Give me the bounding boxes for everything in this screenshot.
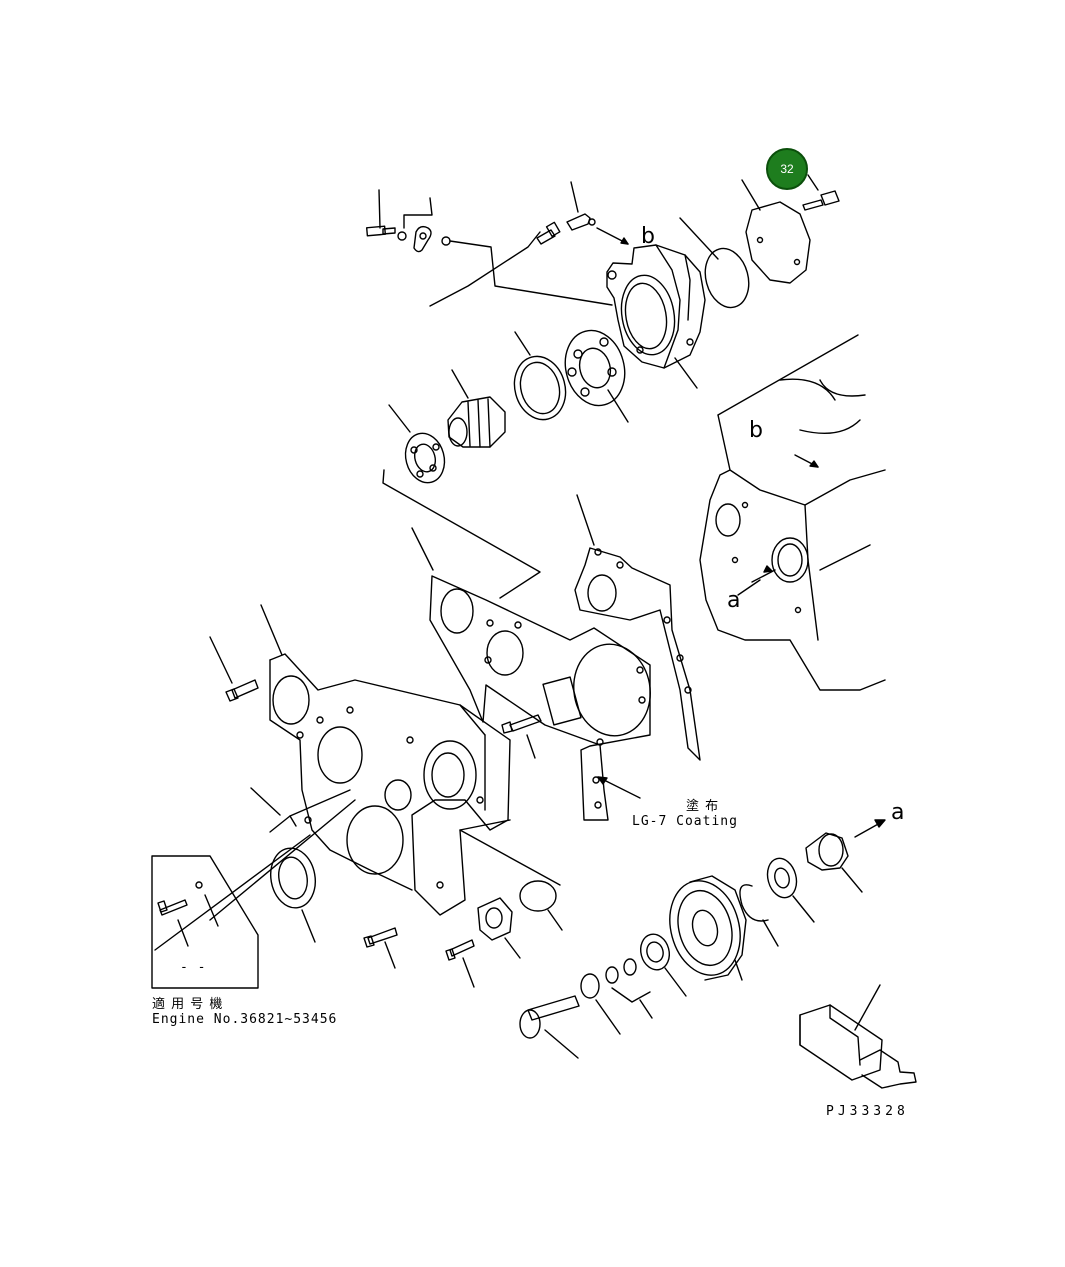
banjo-fitting (413, 225, 432, 253)
washer (441, 236, 451, 246)
small-gasket (574, 494, 701, 761)
cover-bolt (209, 636, 259, 702)
arrow-label-a-right: a (891, 800, 905, 825)
lower-fasteners (363, 829, 563, 988)
washer (580, 973, 600, 999)
dowel-pin (154, 787, 356, 951)
o-ring (704, 247, 750, 309)
front-cover (260, 604, 511, 916)
cover-plate (745, 201, 811, 284)
bearing (639, 933, 671, 971)
coating-label-en: LG-7 Coating (632, 814, 738, 829)
drawing-id: PJ33328 (826, 1104, 909, 1119)
arrow-label-a-block: a (727, 588, 741, 613)
gear-shaft (447, 396, 506, 448)
elbow-fitting (566, 213, 591, 231)
serial-box (151, 855, 259, 989)
serial-dash-label: - - (180, 960, 207, 975)
cover-assembly (679, 174, 840, 309)
arrow-label-b-block: b (749, 418, 763, 443)
callout-badge-32[interactable]: 32 (766, 148, 808, 190)
top-left-fittings (365, 181, 629, 307)
bearing (766, 857, 798, 899)
seal-ring (513, 355, 567, 421)
mid-bolt (501, 714, 542, 759)
flange-plate (477, 897, 513, 941)
shaft-bolt (527, 995, 580, 1021)
oil-seal (270, 847, 316, 943)
engine-number-label: Engine No.36821~53456 (152, 1012, 338, 1027)
arrow-label-b-top: b (641, 224, 655, 249)
plug (519, 880, 557, 912)
bolt (365, 225, 387, 237)
engine-block (699, 334, 886, 691)
snap-ring (739, 884, 769, 922)
applicable-label-jp: 適 用 号 機 (152, 997, 224, 1012)
bearing-row (382, 329, 629, 599)
gear-housing (606, 244, 706, 389)
thrust-washer (623, 958, 637, 976)
bearing (564, 329, 626, 407)
special-tool (799, 984, 917, 1089)
gasket (411, 527, 651, 821)
washer (397, 231, 407, 241)
gear-train (519, 819, 886, 1059)
bolt (802, 199, 824, 211)
coating-label-jp: 塗 布 (686, 799, 720, 814)
bearing (404, 432, 446, 484)
